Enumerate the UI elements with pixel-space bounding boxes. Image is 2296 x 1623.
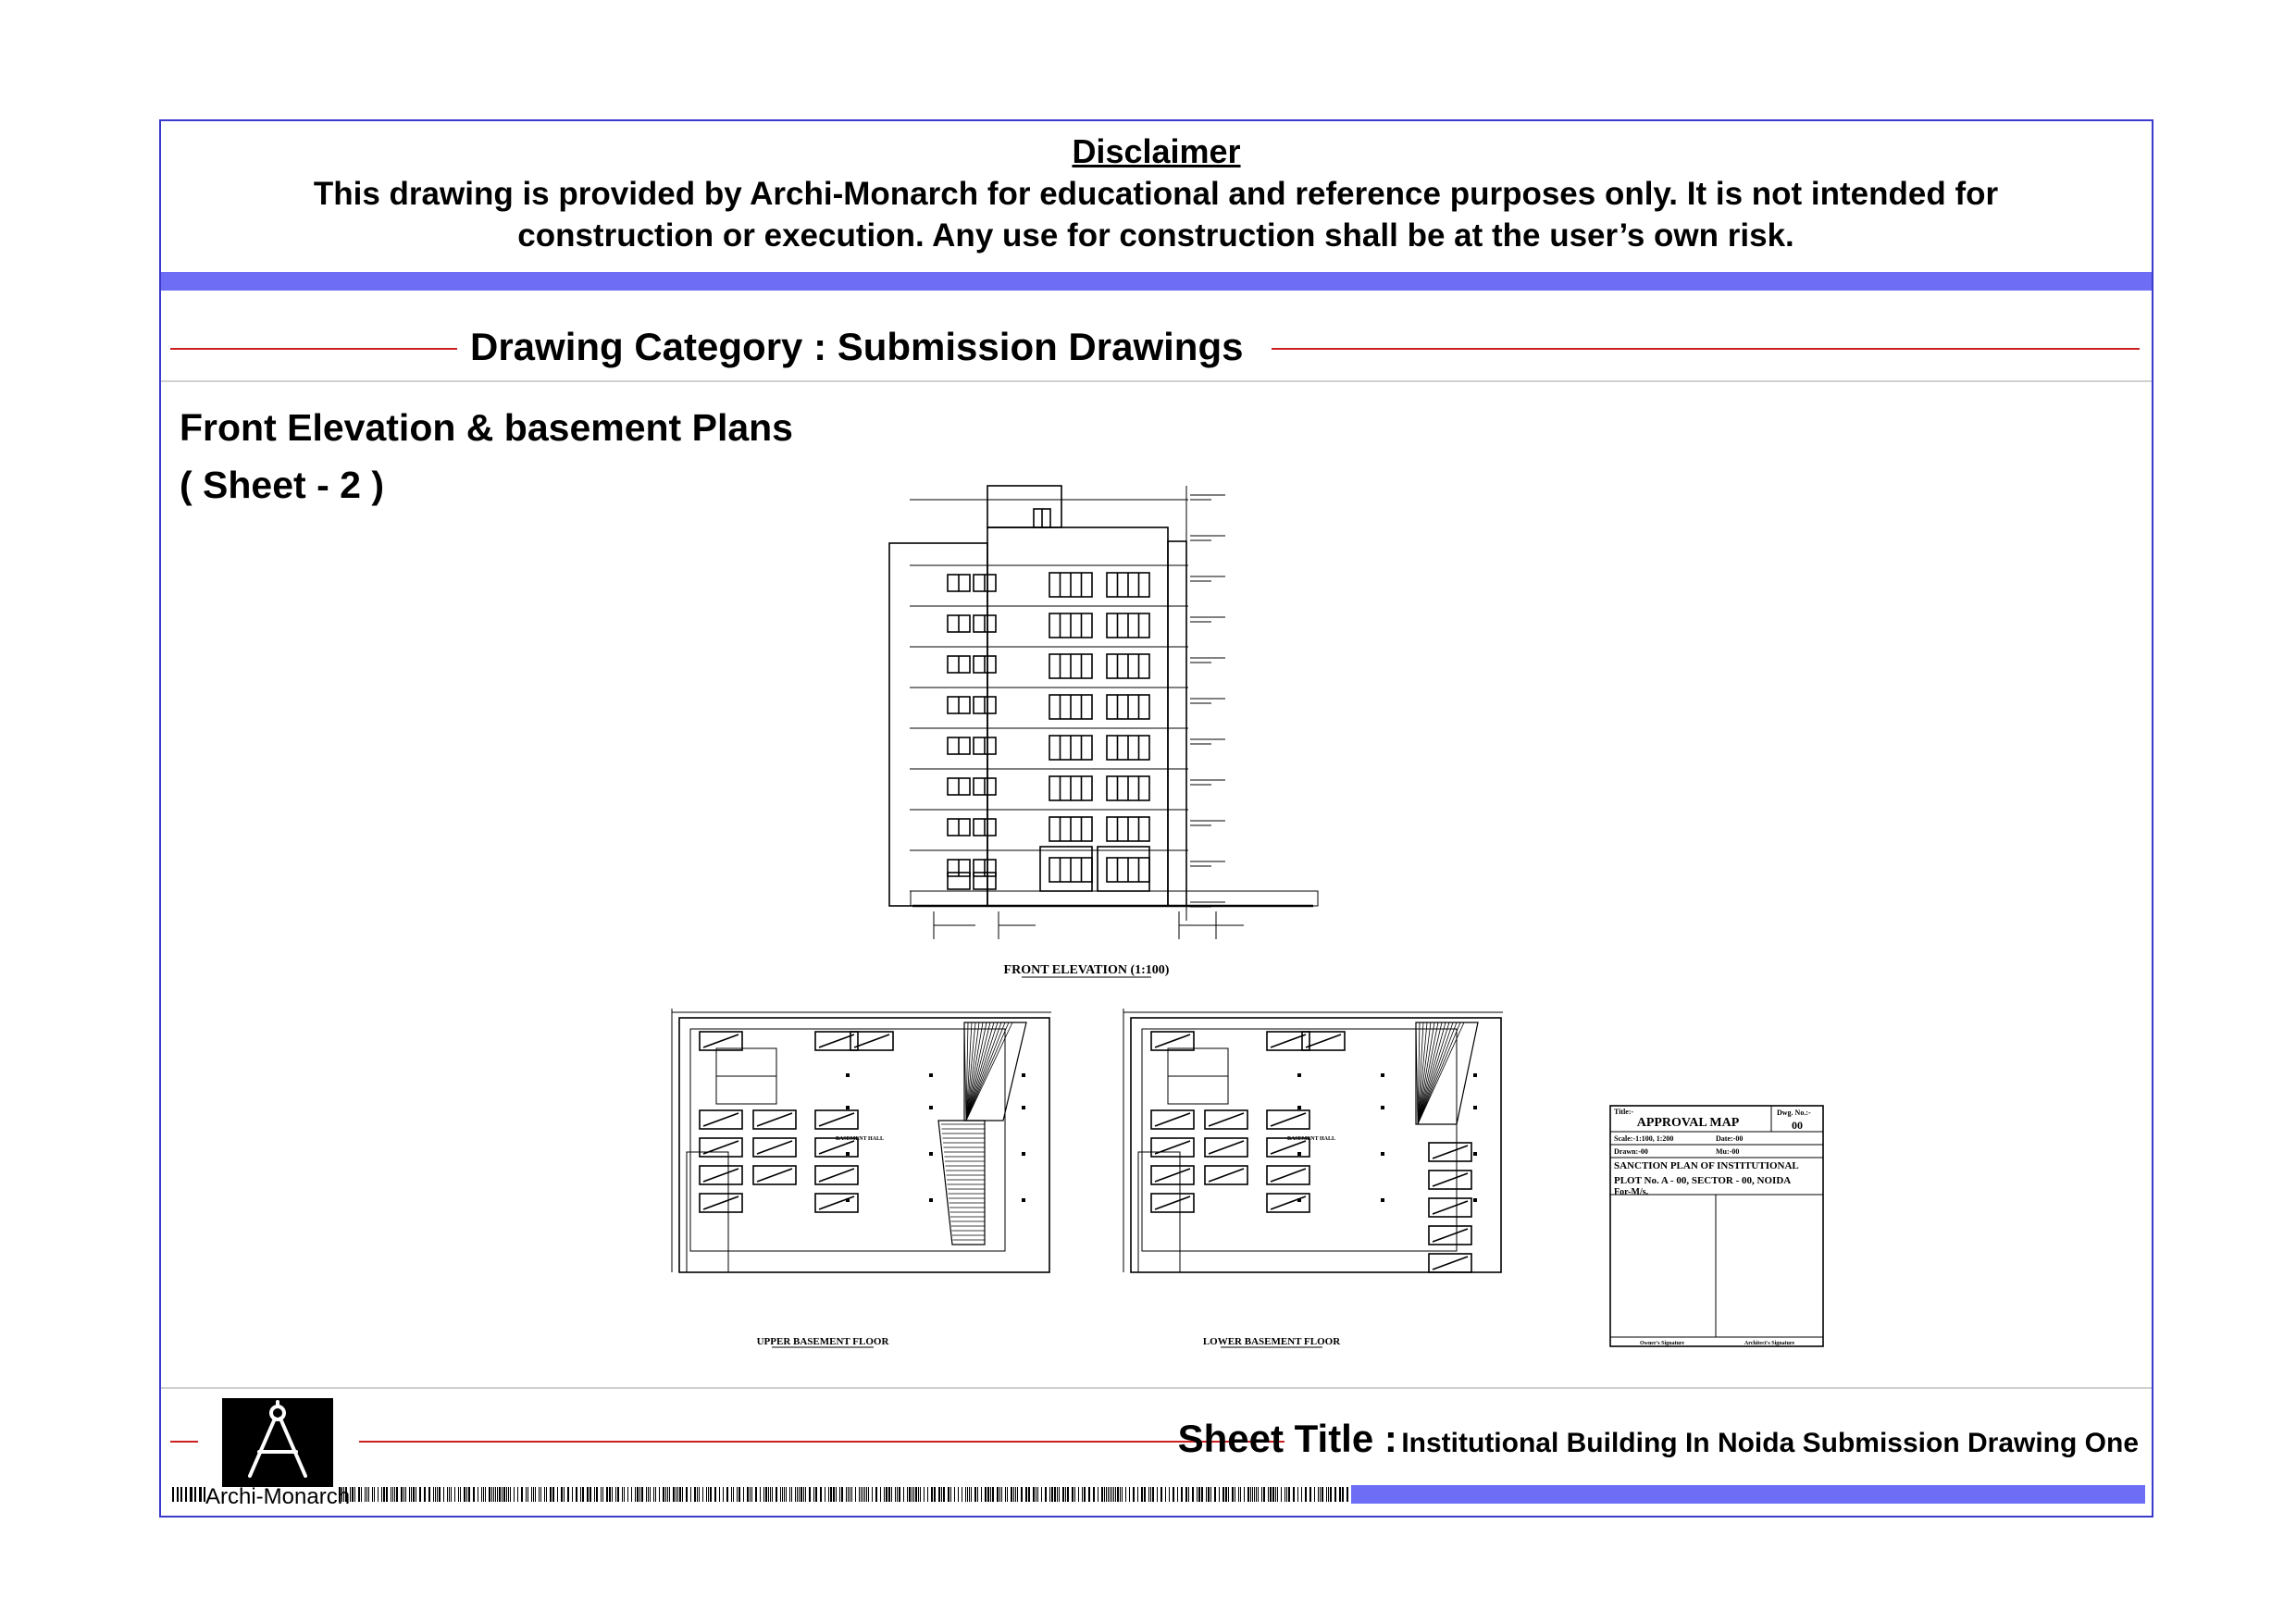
section-divider: [161, 380, 2152, 382]
tb-desc-1: SANCTION PLAN OF INSTITUTIONAL: [1614, 1160, 1799, 1171]
tb-date: Date:-00: [1716, 1134, 1743, 1143]
sheet-heading: Front Elevation & basement Plans ( Sheet…: [180, 399, 793, 514]
footer-rule-mid: [359, 1441, 1285, 1443]
lower-basement-plan: [1123, 1009, 1503, 1273]
sheet-title: Sheet Title : Institutional Building In …: [1178, 1417, 2139, 1461]
lower-parking-bays: [1150, 1031, 1472, 1273]
front-elevation: [888, 485, 1319, 939]
tb-desc-2: PLOT No. A - 00, SECTOR - 00, NOIDA: [1614, 1175, 1791, 1186]
disclaimer-text: This drawing is provided by Archi-Monarc…: [235, 173, 2077, 256]
drawing-area: FRONT ELEVATION (1:100) BASEMENT HALL UP…: [671, 485, 1824, 1348]
footer-band: [1351, 1485, 2145, 1504]
upper-hall-label: BASEMENT HALL: [836, 1136, 884, 1142]
footer: Archi-Monarch Sheet Title : Institutiona…: [161, 1389, 2152, 1518]
category-rule-left: [170, 348, 457, 350]
tb-scale: Scale:-1:100, 1:200: [1614, 1134, 1673, 1143]
tb-for: For-M/s.: [1614, 1187, 1649, 1197]
tb-drawn: Drawn:-00: [1614, 1147, 1648, 1156]
sheet-heading-number: ( Sheet - 2 ): [180, 464, 384, 506]
approval-title-block: [1609, 1105, 1824, 1347]
header-band: [161, 272, 2152, 291]
tb-dwg-label: Dwg. No.:-: [1777, 1109, 1811, 1117]
upper-parking-bays: [699, 1031, 894, 1213]
lower-hall-label: BASEMENT HALL: [1287, 1136, 1335, 1142]
category-rule-right: [1272, 348, 2140, 350]
disclaimer-line-1: This drawing is provided by Archi-Monarc…: [313, 176, 1999, 212]
disclaimer-line-2: construction or execution. Any use for c…: [517, 217, 1794, 254]
drawing-category: Drawing Category : Submission Drawings: [161, 306, 2152, 371]
upper-basement-plan: [671, 1009, 1051, 1273]
disclaimer-title: Disclaimer: [1072, 132, 1241, 170]
tb-title-label: Title:-: [1614, 1108, 1634, 1116]
elevation-caption: FRONT ELEVATION (1:100): [1004, 963, 1170, 977]
brand-name: Archi-Monarch: [205, 1484, 351, 1509]
tb-arch-sig: Architect's Signature: [1744, 1341, 1795, 1346]
lower-caption: LOWER BASEMENT FLOOR: [1203, 1336, 1341, 1347]
archi-monarch-logo: [222, 1398, 333, 1487]
sheet-title-value: Institutional Building In Noida Submissi…: [1401, 1428, 2139, 1458]
sheet-title-label: Sheet Title :: [1177, 1417, 1397, 1460]
drawing-sheet: Disclaimer This drawing is provided by A…: [159, 119, 2153, 1518]
footer-divider: [161, 1387, 2152, 1389]
disclaimer-panel: Disclaimer This drawing is provided by A…: [161, 121, 2152, 269]
tb-owner-sig: Owner's Signature: [1640, 1341, 1684, 1346]
barcode-strip: [172, 1487, 1348, 1502]
tb-mu: Mu:-00: [1716, 1147, 1739, 1156]
tb-dwg-value: 00: [1792, 1119, 1803, 1132]
category-label: Drawing Category : Submission Drawings: [470, 325, 1244, 368]
upper-caption: UPPER BASEMENT FLOOR: [757, 1336, 890, 1347]
sheet-heading-title: Front Elevation & basement Plans: [180, 406, 793, 449]
tb-title-value: APPROVAL MAP: [1637, 1116, 1740, 1130]
footer-rule-left: [170, 1441, 198, 1443]
compass-icon: [248, 1400, 307, 1478]
